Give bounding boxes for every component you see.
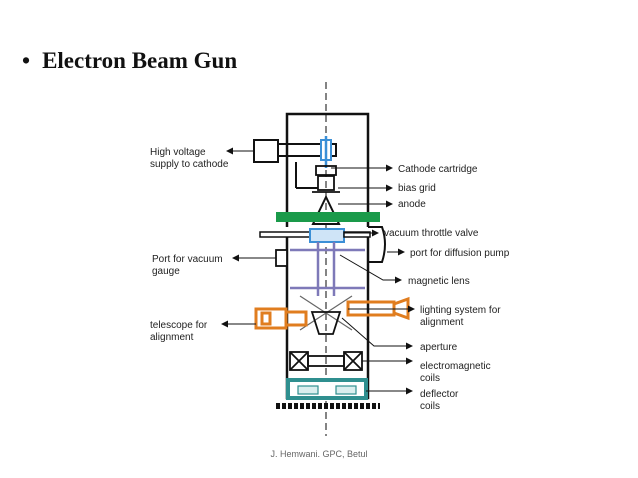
label-magnetic-lens: magnetic lens	[408, 276, 470, 287]
vacuum-gauge-port	[275, 249, 288, 267]
magnetic-lens	[290, 242, 365, 296]
telescope-device	[254, 307, 308, 330]
label-anode: anode	[398, 199, 426, 210]
title-text: Electron Beam Gun	[42, 48, 238, 73]
aperture-funnel	[310, 311, 342, 335]
label-cathode-cartridge: Cathode cartridge	[398, 164, 478, 175]
deflector-coils	[286, 378, 368, 400]
throttle-valve	[259, 228, 371, 243]
diffusion-pump-port	[368, 226, 386, 263]
slide-title: • Electron Beam Gun	[22, 48, 237, 74]
label-aperture: aperture	[420, 342, 458, 353]
leader-arrows	[221, 147, 415, 395]
alignment-optics	[299, 295, 353, 331]
cathode-assembly	[312, 136, 340, 193]
electromagnetic-coils	[289, 351, 363, 371]
anode-cone	[311, 194, 341, 225]
slide-footer: J. Hemwani. GPC, Betul	[270, 449, 368, 459]
anode-plate	[276, 212, 380, 222]
label-throttle-valve: vacuum throttle valve	[384, 228, 479, 239]
label-diffusion-port: port for diffusion pump	[410, 248, 510, 259]
label-bias-grid: bias grid	[398, 183, 436, 194]
title-bullet: •	[22, 48, 31, 73]
